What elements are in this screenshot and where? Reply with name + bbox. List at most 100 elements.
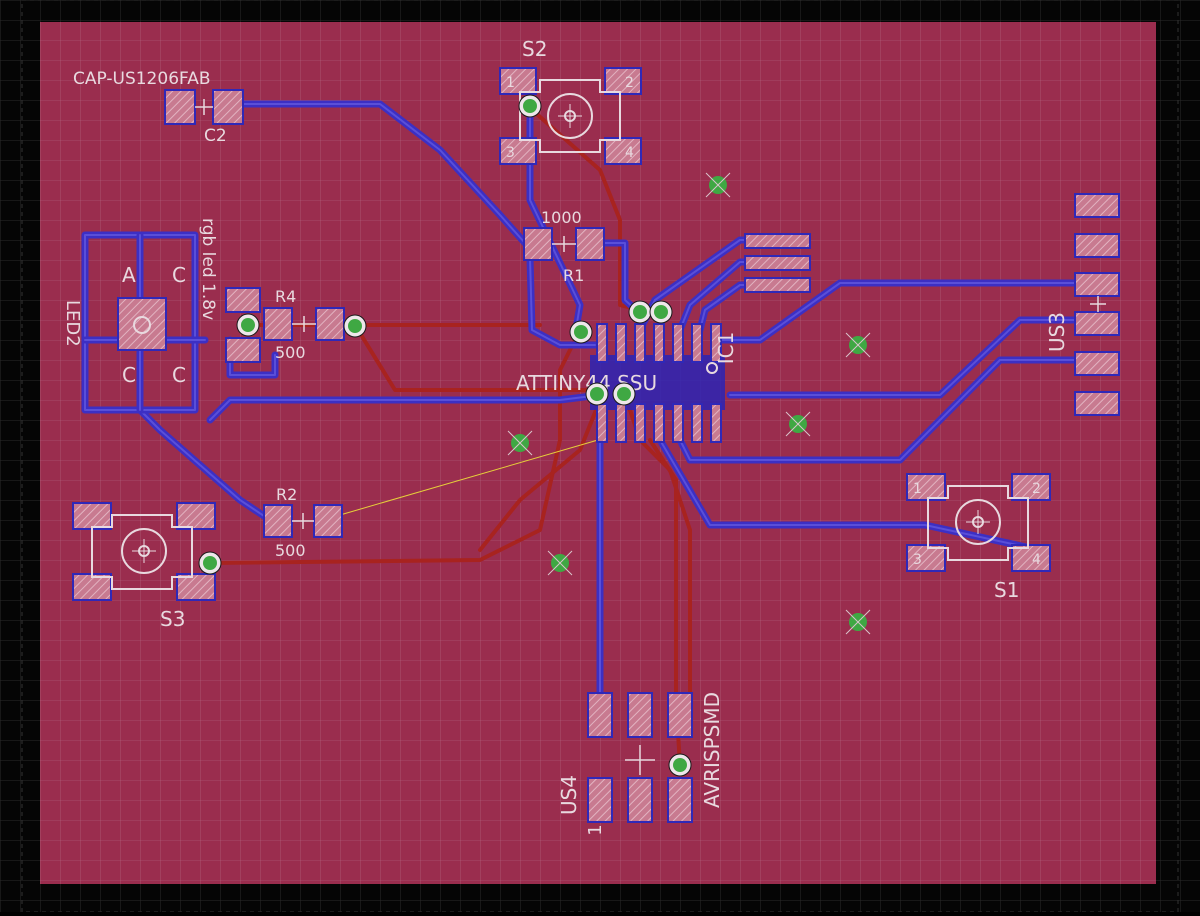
smd-pad[interactable]: [1074, 351, 1120, 376]
smd-pad[interactable]: [604, 137, 642, 165]
via[interactable]: [518, 94, 542, 118]
trace-led-to-r2[interactable]: [136, 406, 274, 524]
smd-pad[interactable]: [315, 307, 345, 341]
component-s1[interactable]: 1 2 3 4 S1: [906, 473, 1051, 602]
component-led2[interactable]: A C C C rgb led 1.8v LED2: [62, 218, 218, 387]
smd-pad[interactable]: [667, 692, 693, 738]
component-s3[interactable]: S3: [72, 502, 216, 631]
smd-pad[interactable]: [744, 233, 811, 249]
drill-hole[interactable]: [785, 411, 811, 437]
trace-ic-to-us3-1[interactable]: [716, 279, 1099, 344]
bottom-trace[interactable]: [208, 328, 582, 565]
smd-pad[interactable]: [72, 502, 112, 530]
smd-pad[interactable]: [225, 337, 261, 363]
component-s2[interactable]: 1 2 3 4 S2: [499, 37, 642, 165]
smd-pad[interactable]: [587, 777, 613, 823]
smd-pad[interactable]: [906, 473, 946, 501]
smd-pad[interactable]: [263, 307, 293, 341]
smd-pad[interactable]: [212, 89, 244, 125]
smd-pad[interactable]: [587, 692, 613, 738]
hole-group[interactable]: [507, 172, 871, 635]
ic-pin[interactable]: [615, 403, 627, 443]
component-r1[interactable]: 1000 R1: [523, 208, 605, 285]
smd-pad[interactable]: [499, 137, 537, 165]
bottom-layer-traces[interactable]: [208, 106, 692, 767]
smd-pad[interactable]: [176, 502, 216, 530]
via[interactable]: [585, 382, 609, 406]
component-r4[interactable]: R4 500: [225, 287, 345, 363]
ic-pin[interactable]: [672, 323, 684, 363]
smd-pad[interactable]: [744, 277, 811, 293]
drill-hole[interactable]: [845, 332, 871, 358]
bottom-trace[interactable]: [353, 323, 602, 392]
via[interactable]: [628, 300, 652, 324]
drill-hole[interactable]: [547, 550, 573, 576]
ic-pin[interactable]: [653, 323, 665, 363]
via[interactable]: [668, 753, 692, 777]
trace-ic-to-s1[interactable]: [656, 436, 1044, 554]
component-us3[interactable]: US3: [1045, 193, 1120, 416]
component-us4[interactable]: US4 1 AVRISPSMD: [557, 692, 724, 836]
drill-hole[interactable]: [705, 172, 731, 198]
ic-pin[interactable]: [634, 323, 646, 363]
via[interactable]: [649, 300, 673, 324]
trace-c2-to-r1[interactable]: [236, 100, 529, 247]
via[interactable]: [343, 314, 367, 338]
bottom-trace[interactable]: [528, 106, 642, 312]
drill-hole[interactable]: [507, 430, 533, 456]
smd-pad[interactable]: [313, 504, 343, 538]
ic-pin[interactable]: [691, 403, 703, 443]
smd-pad[interactable]: [1011, 473, 1051, 501]
ic-pin[interactable]: [615, 323, 627, 363]
bottom-trace[interactable]: [478, 398, 602, 552]
smd-pad[interactable]: [225, 287, 261, 313]
smd-pad[interactable]: [1074, 272, 1120, 297]
ic-pin[interactable]: [691, 323, 703, 363]
component-c2[interactable]: CAP-US1206FAB C2: [73, 69, 244, 146]
smd-pad[interactable]: [263, 504, 293, 538]
smd-pad[interactable]: [575, 227, 605, 261]
component-r2[interactable]: R2 500: [263, 485, 343, 560]
ic-pin[interactable]: [653, 403, 665, 443]
drill-hole[interactable]: [845, 609, 871, 635]
ic-pin[interactable]: [596, 323, 608, 363]
ic-pin[interactable]: [710, 323, 722, 363]
trace-led-frame[interactable]: [81, 231, 199, 414]
smd-pad[interactable]: [164, 89, 196, 125]
via[interactable]: [198, 551, 222, 575]
ic-pin[interactable]: [596, 403, 608, 443]
trace-ic-to-us3-2[interactable]: [726, 316, 1099, 399]
ic-pin[interactable]: [672, 403, 684, 443]
via[interactable]: [569, 320, 593, 344]
ic-bottom-pads[interactable]: [596, 403, 722, 443]
ratsnest-airwire[interactable]: [339, 439, 599, 516]
smd-pad[interactable]: [627, 777, 653, 823]
smd-pad[interactable]: [906, 544, 946, 572]
component-header-pads[interactable]: [744, 233, 811, 293]
via[interactable]: [612, 382, 636, 406]
smd-pad[interactable]: [72, 573, 112, 601]
smd-pad[interactable]: [744, 255, 811, 271]
ic-pin[interactable]: [710, 403, 722, 443]
smd-pad[interactable]: [1011, 544, 1051, 572]
smd-pad[interactable]: [1074, 233, 1120, 258]
ic-top-pads[interactable]: [596, 323, 722, 363]
smd-pad[interactable]: [1074, 311, 1120, 336]
led-center-pad[interactable]: [117, 297, 167, 351]
smd-pad[interactable]: [1074, 391, 1120, 416]
trace-r1-left-down[interactable]: [526, 254, 599, 349]
component-ic1[interactable]: ATTINY44 SSU IC1: [516, 323, 738, 443]
smd-pad[interactable]: [627, 692, 653, 738]
via-group[interactable]: [198, 94, 692, 777]
smd-pad[interactable]: [667, 777, 693, 823]
trace-ic-to-led[interactable]: [206, 391, 604, 424]
smd-pad[interactable]: [604, 67, 642, 95]
smd-pad[interactable]: [523, 227, 553, 261]
smd-pad[interactable]: [176, 573, 216, 601]
trace-ic-to-us3-3[interactable]: [676, 356, 1099, 464]
ic-pin[interactable]: [634, 403, 646, 443]
smd-pad[interactable]: [1074, 193, 1120, 218]
smd-pad[interactable]: [499, 67, 537, 95]
